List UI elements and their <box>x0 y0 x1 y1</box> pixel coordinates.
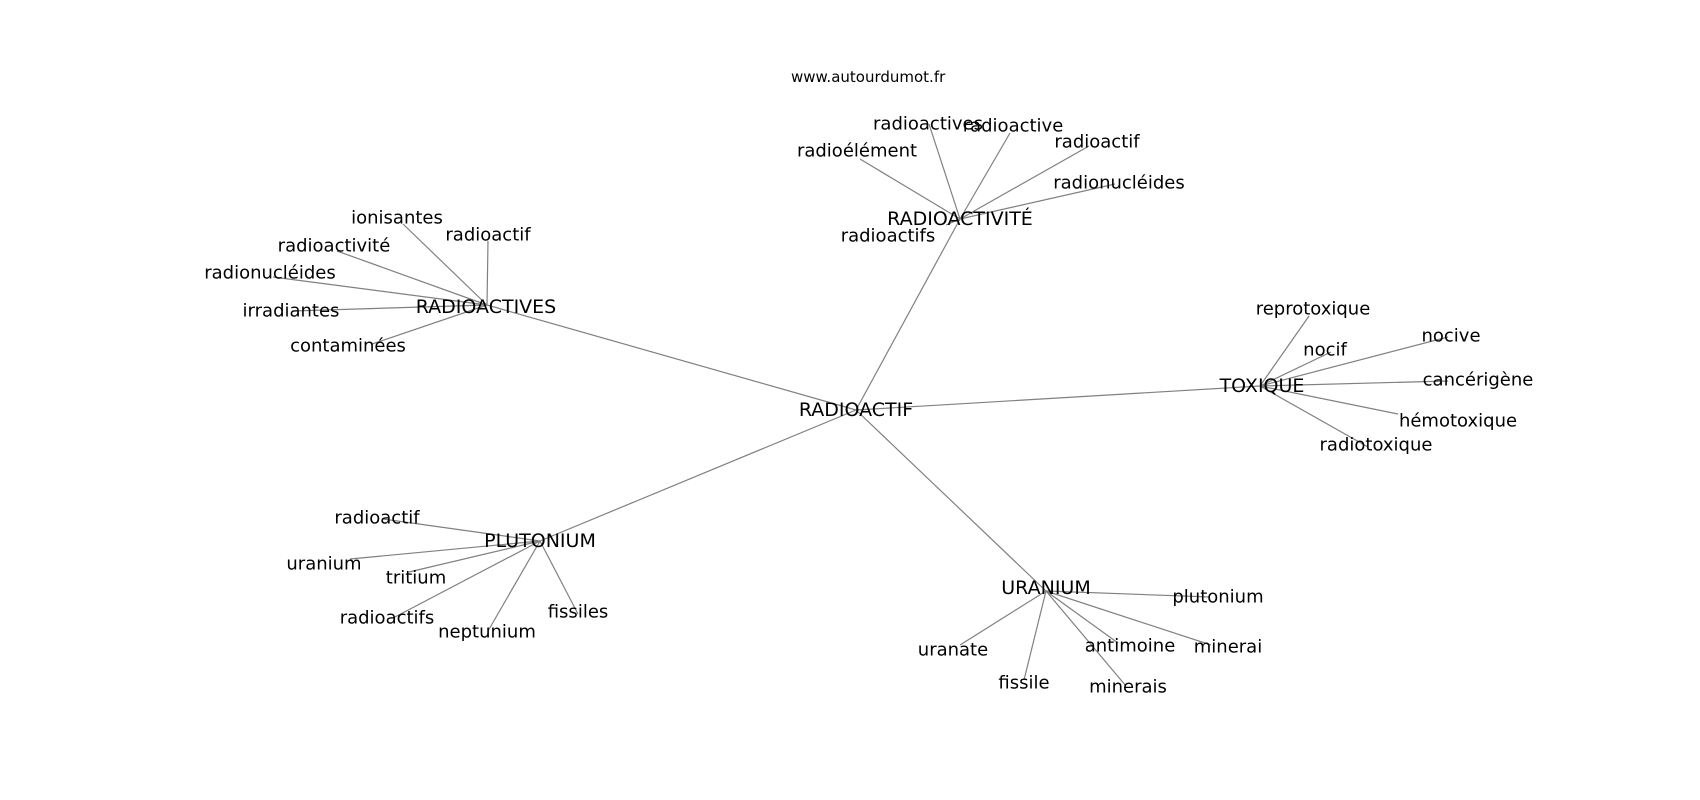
center-word: RADIOACTIF <box>799 399 913 421</box>
leaf-word: radioactif <box>334 508 420 529</box>
edge-hub-to-leaf <box>959 145 1090 220</box>
edge-hub-to-leaf <box>1045 590 1211 598</box>
edge-hub-to-leaf <box>382 518 541 542</box>
hub-word: RADIOACTIVES <box>416 296 557 318</box>
leaf-word: radioactives <box>873 114 983 135</box>
leaf-word: irradiantes <box>243 301 340 322</box>
edge-hub-to-leaf <box>1259 385 1399 415</box>
leaf-word: contaminées <box>290 336 406 357</box>
leaf-word: uranate <box>918 640 988 661</box>
edge-center-to-hub <box>486 304 857 411</box>
edge-hub-to-leaf <box>1023 590 1047 681</box>
leaf-word: reprotoxique <box>1256 299 1371 320</box>
graph-labels: radioactivesradioactiveradioactifradionu… <box>204 114 1533 698</box>
leaf-word: nocive <box>1421 326 1480 347</box>
edge-hub-to-leaf <box>1045 590 1119 644</box>
edge-hub-to-leaf <box>349 540 541 560</box>
edge-hub-to-leaf <box>1045 590 1212 646</box>
edge-hub-to-leaf <box>392 540 541 619</box>
edge-hub-to-leaf <box>1259 315 1310 387</box>
edge-hub-to-leaf <box>371 304 488 345</box>
edge-hub-to-leaf <box>1259 380 1449 387</box>
leaf-word: radioactif <box>1054 132 1140 153</box>
edge-hub-to-leaf <box>959 132 1011 220</box>
edge-center-to-hub <box>855 385 1261 411</box>
leaf-word: minerais <box>1089 677 1167 698</box>
leaf-word: radiotoxique <box>1320 435 1433 456</box>
edge-hub-to-leaf <box>486 240 489 306</box>
edge-hub-to-leaf <box>336 250 488 306</box>
edge-center-to-hub <box>855 409 1047 592</box>
leaf-word: ionisantes <box>351 208 443 229</box>
edge-center-to-hub <box>855 218 961 411</box>
edge-hub-to-leaf <box>945 218 961 226</box>
edge-hub-to-leaf <box>859 158 961 220</box>
hub-word: PLUTONIUM <box>484 530 596 552</box>
leaf-word: radioélément <box>797 141 917 162</box>
hub-word: TOXIQUE <box>1219 375 1305 397</box>
edge-hub-to-leaf <box>1259 351 1332 387</box>
edge-center-to-hub <box>539 409 857 542</box>
leaf-word: minerai <box>1194 637 1262 658</box>
leaf-word: radioactive <box>963 116 1064 137</box>
edge-hub-to-leaf <box>487 540 541 632</box>
leaf-word: hémotoxique <box>1399 411 1517 432</box>
edge-hub-to-leaf <box>959 183 1116 220</box>
graph-edges <box>272 123 1449 687</box>
leaf-word: tritium <box>386 568 446 589</box>
edge-hub-to-leaf <box>539 540 579 615</box>
leaf-word: plutonium <box>1172 587 1263 608</box>
edge-hub-to-leaf <box>1045 590 1127 687</box>
leaf-word: antimoine <box>1085 636 1176 657</box>
edge-hub-to-leaf <box>291 304 488 312</box>
leaf-word: cancérigène <box>1423 370 1534 391</box>
edge-hub-to-leaf <box>1259 385 1369 448</box>
leaf-word: radionucléides <box>1053 173 1185 194</box>
hub-word: RADIOACTIVITÉ <box>887 207 1033 230</box>
leaf-word: radioactivité <box>278 236 391 257</box>
leaf-word: radioactifs <box>340 608 435 629</box>
leaf-word: radioactif <box>445 225 531 246</box>
edge-hub-to-leaf <box>1259 336 1449 387</box>
edge-hub-to-leaf <box>272 276 488 306</box>
leaf-word: fissiles <box>548 602 609 623</box>
leaf-word: radionucléides <box>204 263 336 284</box>
leaf-word: neptunium <box>438 622 536 643</box>
hub-word: URANIUM <box>1001 577 1090 599</box>
leaf-word: radioactifs <box>841 226 936 247</box>
leaf-word: fissile <box>998 673 1049 694</box>
edge-hub-to-leaf <box>928 123 961 220</box>
leaf-word: nocif <box>1303 340 1347 361</box>
edge-hub-to-leaf <box>402 223 488 306</box>
leaf-word: uranium <box>286 554 361 575</box>
edge-hub-to-leaf <box>408 540 541 573</box>
watermark: www.autourdumot.fr <box>791 68 946 86</box>
edge-hub-to-leaf <box>959 590 1047 646</box>
